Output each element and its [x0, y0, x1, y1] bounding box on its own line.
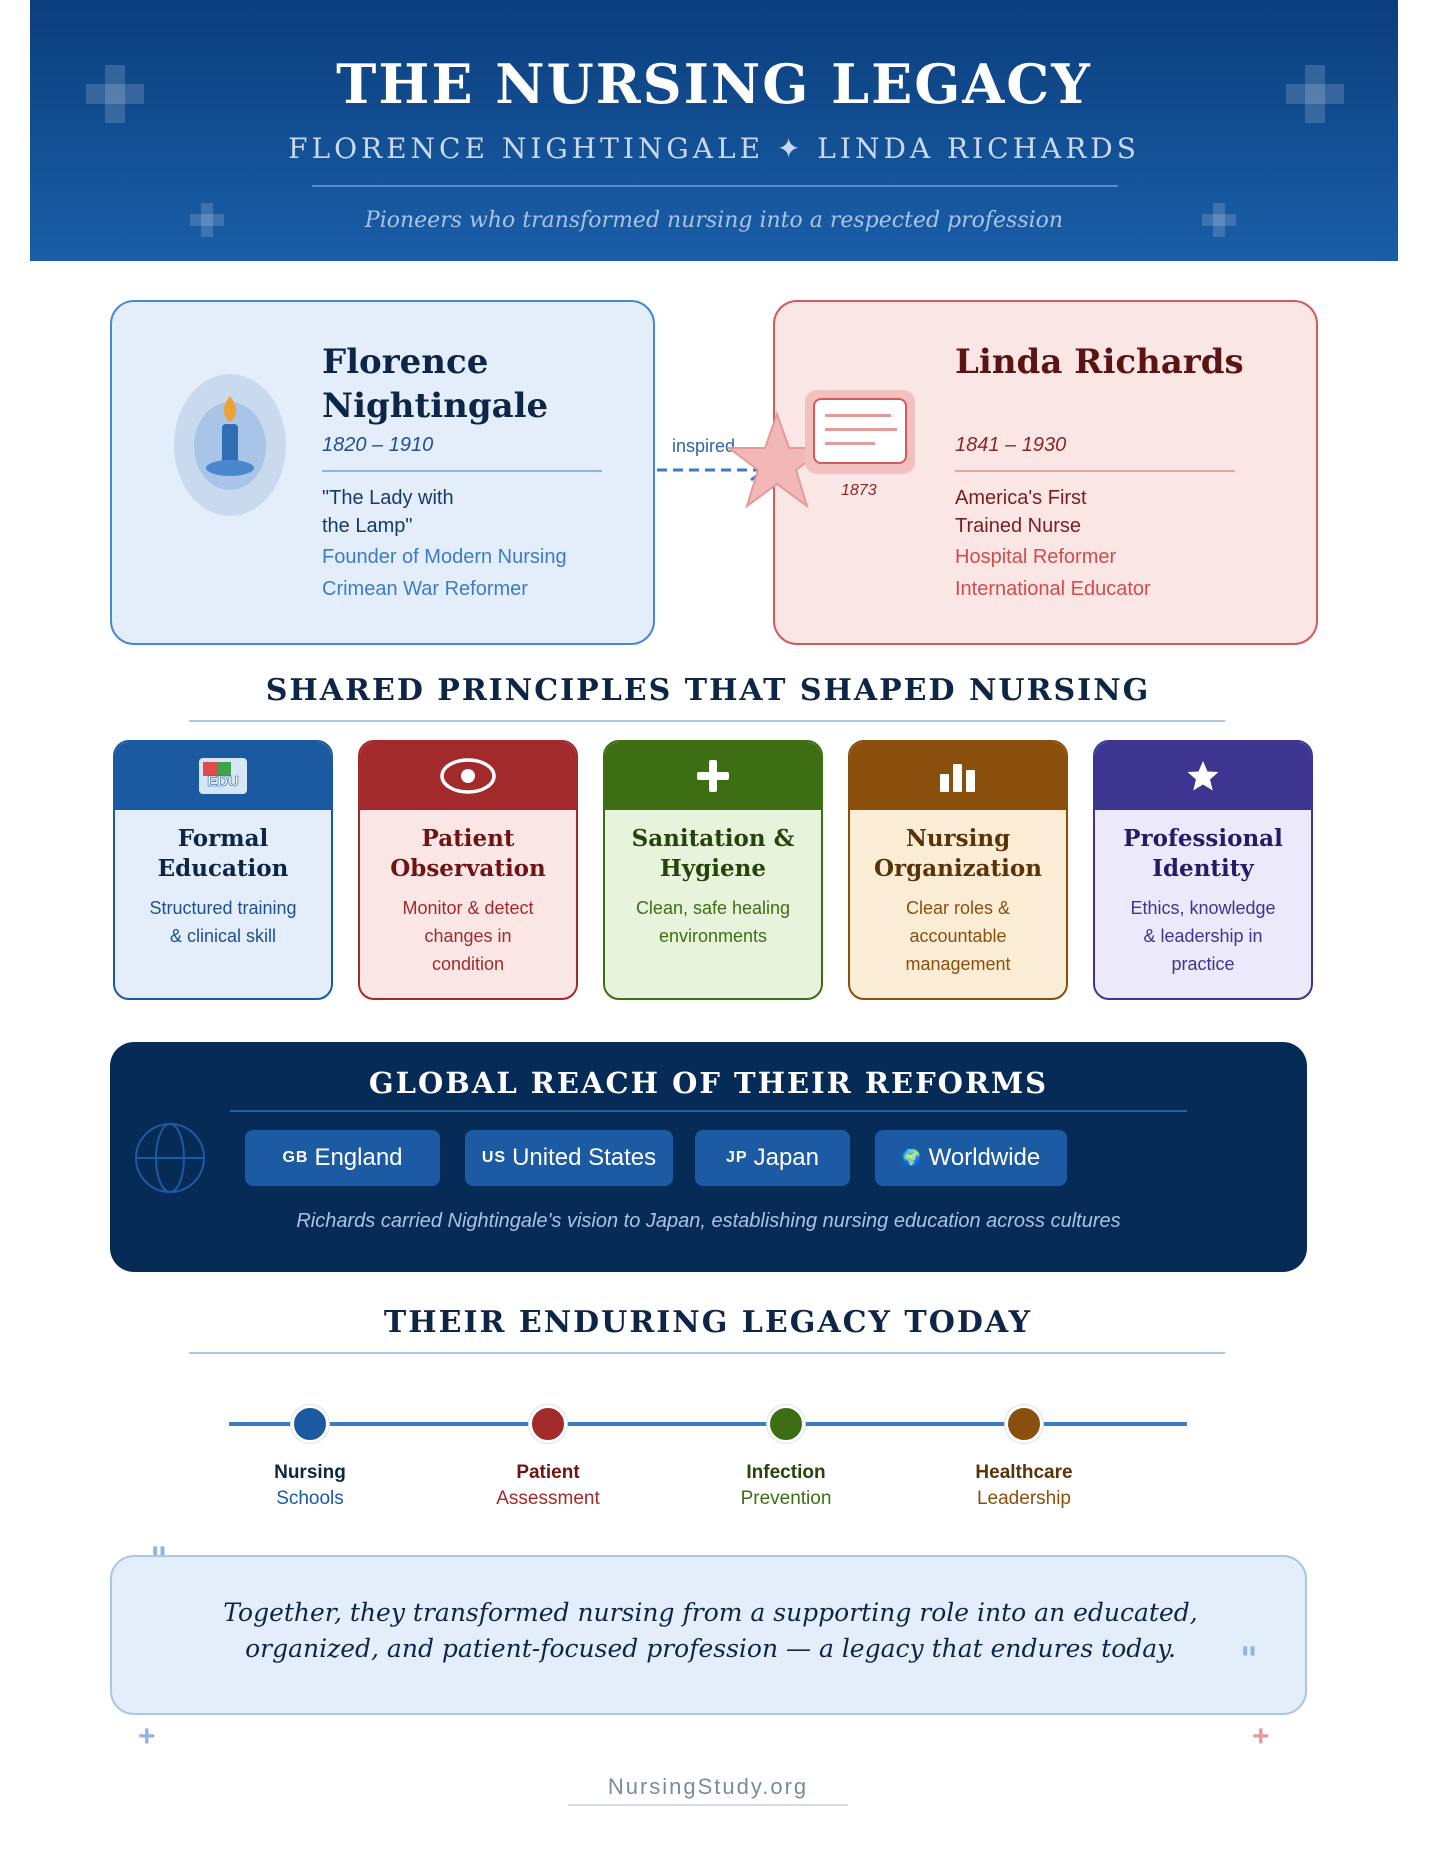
footer-divider	[568, 1804, 848, 1806]
section-title-global: GLOBAL REACH OF THEIR REFORMS	[368, 1066, 1049, 1100]
bio-card-nightingale: Florence Nightingale 1820 – 1910 "The La…	[110, 300, 655, 645]
section-divider	[189, 720, 1225, 722]
bio-role: Hospital Reformer	[955, 546, 1117, 568]
timeline-label-title: Healthcare	[975, 1462, 1073, 1483]
region-pill: GB England	[245, 1130, 440, 1186]
page-title: THE NURSING LEGACY	[336, 52, 1092, 116]
bio-years: 1820 – 1910	[322, 434, 434, 456]
timeline-line	[229, 1422, 1187, 1426]
lamp-icon	[206, 396, 254, 476]
timeline-dot	[1005, 1405, 1043, 1443]
region-pill: JP Japan	[695, 1130, 850, 1186]
global-note: Richards carried Nightingale's vision to…	[296, 1210, 1121, 1232]
region-pill: 🌍 Worldwide	[875, 1130, 1067, 1186]
section-title-legacy: THEIR ENDURING LEGACY TODAY	[383, 1305, 1033, 1340]
region-code: GB	[282, 1149, 309, 1166]
bio-name: Florence Nightingale	[322, 342, 549, 426]
principle-title: Nursing Organization	[874, 825, 1042, 882]
bio-role: Crimean War Reformer	[322, 578, 528, 600]
timeline-label-title: Nursing	[274, 1462, 346, 1483]
diploma-icon	[813, 398, 907, 464]
timeline-label-sub: Leadership	[976, 1488, 1072, 1509]
bio-years: 1841 – 1930	[955, 434, 1067, 456]
timeline-dot	[767, 1405, 805, 1443]
section-divider	[189, 1352, 1225, 1354]
timeline-label-sub: Assessment	[496, 1488, 600, 1509]
bio-role: Founder of Modern Nursing	[322, 546, 567, 568]
timeline-label-sub: Prevention	[740, 1488, 832, 1509]
principle-title: Sanitation & Hygiene	[631, 825, 795, 882]
plus-icon	[605, 742, 821, 810]
region-label: Worldwide	[928, 1144, 1041, 1171]
bio-divider	[955, 470, 1235, 472]
cross-icon	[190, 203, 224, 237]
region-code: JP	[726, 1149, 748, 1166]
cross-icon: +	[1252, 1720, 1270, 1753]
svg-text:EDU: EDU	[207, 773, 239, 790]
timeline-label-title: Infection	[746, 1462, 826, 1483]
principle-desc: Clean, safe healing environments	[635, 898, 791, 946]
principle-desc: Clear roles & accountable management	[905, 898, 1011, 974]
connector-label: inspired	[672, 436, 736, 456]
principle-desc: Structured training & clinical skill	[149, 898, 297, 946]
bio-divider	[322, 470, 602, 472]
region-pill: US United States	[465, 1130, 673, 1186]
region-label: England	[314, 1144, 403, 1171]
badge-year: 1873	[841, 482, 877, 499]
region-label: Japan	[753, 1144, 819, 1171]
bio-name: Linda Richards	[955, 342, 1244, 382]
star-icon	[1095, 742, 1311, 810]
globe-icon	[135, 1123, 205, 1193]
eye-icon	[360, 742, 576, 810]
cross-icon	[86, 65, 144, 123]
principle-desc: Ethics, knowledge & leadership in practi…	[1130, 898, 1276, 974]
timeline-label-sub: Schools	[276, 1488, 344, 1509]
bio-role: International Educator	[955, 578, 1151, 600]
page-tagline: Pioneers who transformed nursing into a …	[364, 208, 1064, 233]
principle-title: Patient Observation	[390, 825, 546, 882]
header-divider	[312, 185, 1118, 187]
section-divider	[230, 1110, 1187, 1112]
timeline-dot	[291, 1405, 329, 1443]
timeline-dot	[529, 1405, 567, 1443]
region-label: United States	[512, 1144, 657, 1171]
footer-site[interactable]: NursingStudy.org	[607, 1774, 809, 1799]
timeline-label-title: Patient	[516, 1462, 580, 1483]
section-title-principles: SHARED PRINCIPLES THAT SHAPED NURSING	[265, 673, 1151, 708]
quote-text: Together, they transformed nursing from …	[223, 1598, 1198, 1663]
cross-icon	[1202, 203, 1236, 237]
principle-title: Professional Identity	[1123, 825, 1283, 882]
bio-card-richards: 1873 Linda Richards 1841 – 1930 America'…	[727, 300, 1318, 645]
cross-icon	[1286, 65, 1344, 123]
quote-box: Together, they transformed nursing from …	[110, 1555, 1307, 1715]
bar-chart-icon	[850, 742, 1066, 810]
close-quote-icon: "	[1240, 1640, 1258, 1680]
header-banner: THE NURSING LEGACY FLORENCE NIGHTINGALE …	[30, 0, 1398, 261]
region-code: US	[481, 1149, 507, 1166]
education-icon: EDU	[115, 742, 331, 810]
global-reach-panel: GLOBAL REACH OF THEIR REFORMS GB England U…	[110, 1042, 1307, 1272]
region-code: 🌍	[901, 1150, 923, 1167]
principle-desc: Monitor & detect changes in condition	[402, 898, 534, 974]
page-subtitle: FLORENCE NIGHTINGALE ✦ LINDA RICHARDS	[288, 132, 1140, 165]
cross-icon: +	[138, 1720, 156, 1753]
bio-epithet: "The Lady with the Lamp"	[322, 487, 454, 537]
principle-title: Formal Education	[157, 825, 289, 882]
bio-epithet: America's First Trained Nurse	[955, 487, 1087, 537]
